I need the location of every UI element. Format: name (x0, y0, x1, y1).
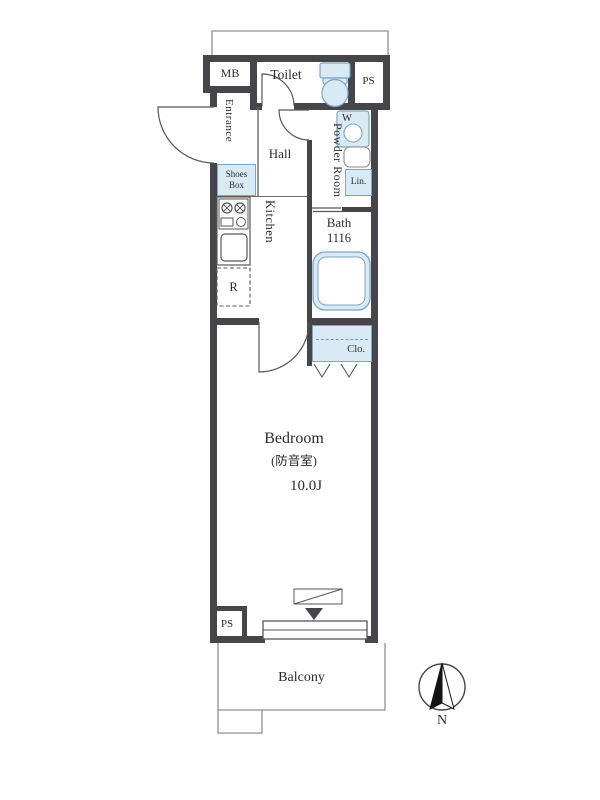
corridor-outline (211, 30, 389, 57)
powder-door-arc (278, 109, 310, 141)
kitchen-counter (216, 196, 251, 266)
bathtub-icon (312, 251, 371, 311)
bedroom-size: 10.0J (289, 478, 323, 494)
toilet-label: Toilet (270, 67, 302, 83)
entry-direction-arrow (305, 608, 323, 620)
ps-top-label: PS (362, 74, 375, 87)
entrance-label: Entrance (223, 99, 236, 143)
balcony-outline (217, 643, 386, 711)
balcony-label: Balcony (278, 669, 325, 685)
hall-label: Hall (268, 145, 292, 161)
shoes-box-label: Shoes Box (225, 169, 248, 190)
closet-door-marks (313, 363, 358, 379)
north-compass-icon (418, 662, 466, 711)
bedroom-door-arc (258, 321, 310, 373)
exterior-outlines (211, 30, 389, 734)
entrance-door-arc (157, 106, 215, 164)
walls (203, 55, 390, 643)
closet-box: Clo. (312, 325, 372, 362)
grill-icon (220, 217, 234, 227)
closet-pipe-line (316, 339, 368, 340)
powder-room-label: Powder Room (331, 123, 345, 198)
closet-label: Clo. (347, 344, 365, 356)
linen-box: Lin. (345, 169, 372, 196)
washer-label: W (342, 112, 352, 124)
kitchen-label: Kitchen (262, 200, 277, 244)
shoes-box: Shoes Box (217, 164, 256, 196)
bath-size: 1116 (326, 231, 352, 246)
sink-icon (220, 233, 248, 262)
door-swings (157, 73, 310, 373)
bath-sliding-door (312, 207, 342, 213)
bath-label: Bath 1116 (307, 212, 371, 250)
toilet-icon (319, 62, 351, 108)
bedroom-note: (防音室) (271, 454, 317, 468)
washbasin-icon (343, 146, 371, 168)
burner-icon (236, 217, 246, 227)
bedroom-labels: Bedroom (防音室) 10.0J (214, 430, 374, 495)
ps-bottom-label: PS (220, 617, 234, 630)
bath-name: Bath (326, 215, 352, 231)
north-label: N (436, 712, 448, 728)
window-sill-symbol (293, 588, 343, 605)
mb-label: MB (220, 66, 240, 81)
washer-icon (336, 110, 370, 148)
linen-label: Lin. (350, 176, 367, 187)
toilet-door-arc (261, 73, 295, 107)
fridge-label: R (229, 279, 238, 294)
bedroom-label: Bedroom (264, 430, 324, 447)
balcony-window (262, 588, 368, 640)
fridge-space (216, 267, 251, 307)
balcony-step-outline (217, 710, 263, 734)
stove-icon (218, 198, 249, 230)
